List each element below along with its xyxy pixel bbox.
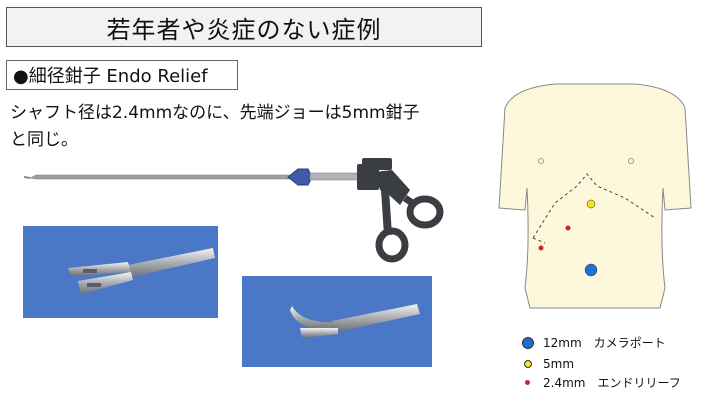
blue-dot-icon <box>522 336 534 349</box>
legend-item-5mm: 5mm <box>522 357 574 371</box>
legend-label: 5mm <box>543 357 575 371</box>
slide-title-box: 若年者や炎症のない症例 <box>6 7 482 47</box>
slide-title: 若年者や炎症のない症例 <box>106 15 382 44</box>
costal-margin-line <box>532 173 656 239</box>
forceps-tip-photo-open <box>23 226 218 318</box>
legend-label: 12mm カメラポート <box>543 336 666 350</box>
yellow-dot-icon <box>524 360 532 368</box>
forceps-instrument-image <box>23 158 444 263</box>
torso-outline <box>498 83 692 309</box>
port-12mm <box>584 263 598 277</box>
description-line-2: と同じ。 <box>10 130 78 150</box>
forceps-tip-photo-curved <box>242 276 432 367</box>
subtitle-box: ●細径鉗子 Endo Relief <box>6 60 238 90</box>
red-dot-icon <box>525 380 530 385</box>
port-2-4mm-a <box>565 225 571 231</box>
port-2-4mm-b <box>538 245 544 251</box>
description: シャフト径は2.4mmなのに、先端ジョーは5mm鉗子 と同じ。 <box>10 100 470 154</box>
subtitle: ●細径鉗子 Endo Relief <box>13 66 208 87</box>
legend-label: 2.4mm エンドリリーフ <box>543 376 681 390</box>
legend-item-2-4mm: 2.4mm エンドリリーフ <box>522 374 681 391</box>
legend-item-12mm: 12mm カメラポート <box>522 334 666 351</box>
description-line-1: シャフト径は2.4mmなのに、先端ジョーは5mm鉗子 <box>10 103 420 123</box>
port-5mm <box>586 199 596 209</box>
abdomen-port-diagram <box>498 83 692 309</box>
